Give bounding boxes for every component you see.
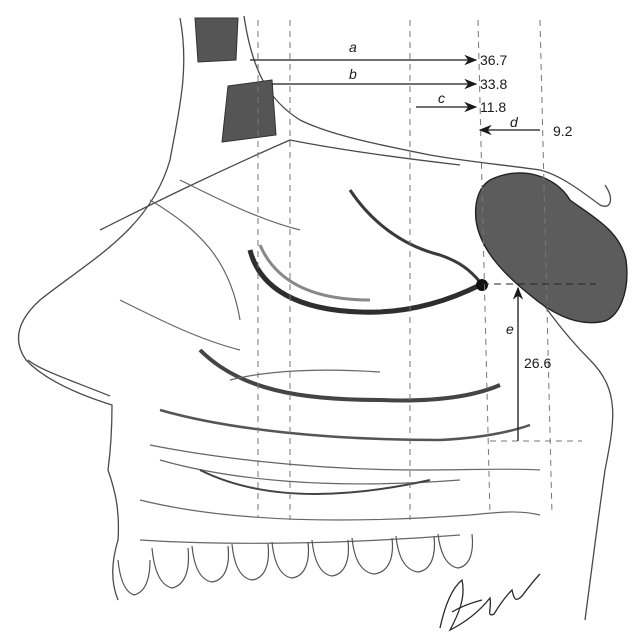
bone-blocks xyxy=(195,18,276,142)
ostium-dot xyxy=(476,279,488,291)
label-e-value: 26.6 xyxy=(524,355,551,371)
label-b-letter: b xyxy=(349,66,357,82)
label-d-value: 9.2 xyxy=(553,123,573,139)
label-c-letter: c xyxy=(438,90,445,106)
artist-signature xyxy=(440,574,540,630)
label-e-letter: e xyxy=(506,321,514,337)
turbinates xyxy=(120,180,530,440)
face-outline xyxy=(18,16,612,620)
label-a-letter: a xyxy=(349,39,357,55)
sphenoid-sinus xyxy=(476,173,627,323)
label-d-letter: d xyxy=(510,114,519,130)
palate-region xyxy=(140,445,540,543)
label-c-value: 11.8 xyxy=(480,99,506,115)
label-b-value: 33.8 xyxy=(480,76,507,92)
label-a-value: 36.7 xyxy=(480,52,507,68)
